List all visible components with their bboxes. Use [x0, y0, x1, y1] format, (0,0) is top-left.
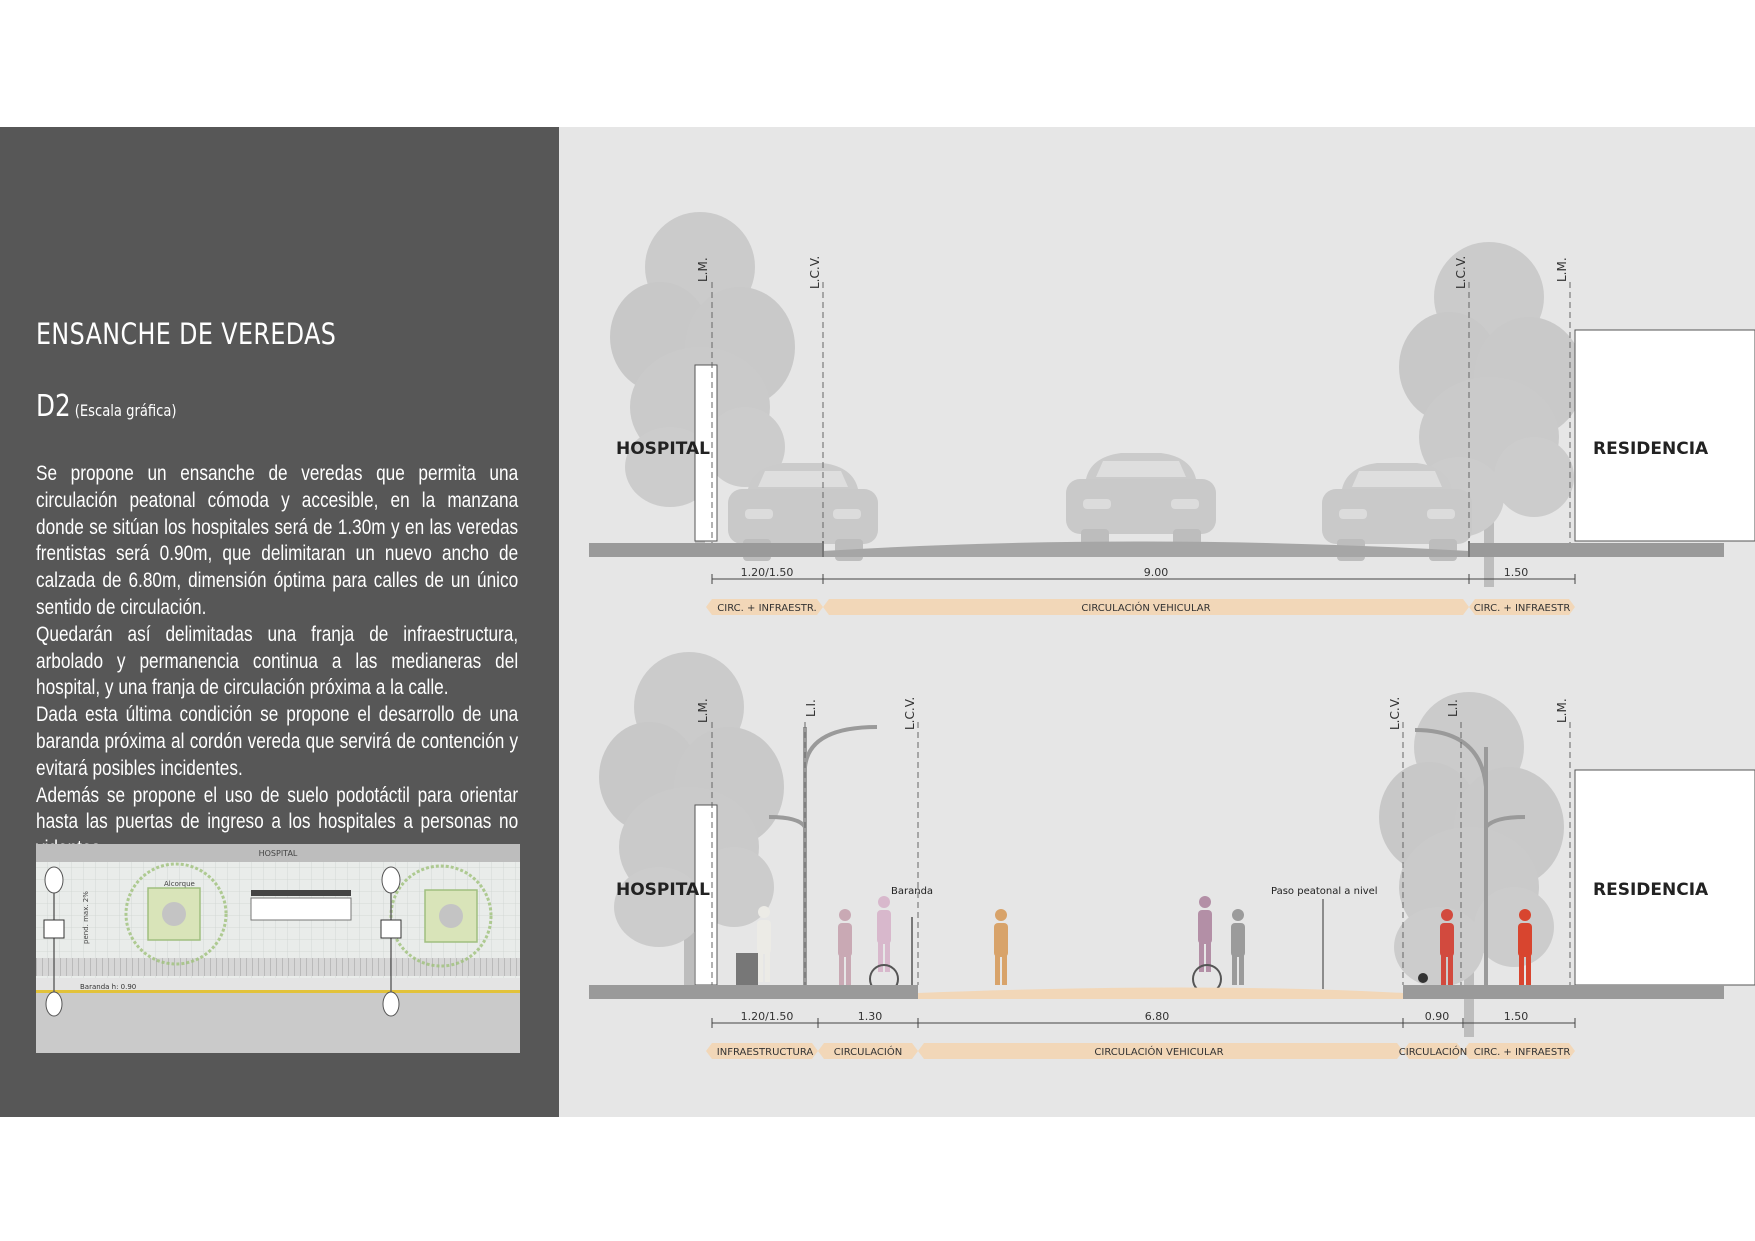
crossing-annotation: Paso peatonal a nivel	[1271, 886, 1378, 897]
band-label: CIRCULACIÓN	[834, 1045, 902, 1058]
left-building-label: HOSPITAL	[616, 439, 710, 459]
street-lamp-icon	[1414, 728, 1526, 985]
baranda-label: Baranda h: 0.90	[80, 983, 136, 991]
band-label: CIRCULACIÓN VEHICULAR	[1094, 1045, 1223, 1058]
lamp-icon	[380, 866, 402, 1017]
tactile-strip	[36, 958, 520, 976]
hospital-strip	[36, 844, 520, 862]
panel-subtitle: D2 (Escala gráfica)	[36, 389, 177, 424]
section-top: L.M. L.C.V. L.C.V. L.M. HOSPITAL RESIDEN…	[589, 212, 1755, 615]
line-label: L.M.	[1555, 257, 1569, 282]
sections-svg: L.M. L.C.V. L.C.V. L.M. HOSPITAL RESIDEN…	[589, 212, 1755, 1059]
right-building-label: RESIDENCIA	[1593, 880, 1709, 900]
dimension: 0.90	[1425, 1010, 1450, 1023]
line-label: L.C.V.	[808, 256, 822, 289]
street-sections: L.M. L.C.V. L.C.V. L.M. HOSPITAL RESIDEN…	[559, 127, 1755, 1117]
line-label: L.C.V.	[903, 697, 917, 730]
dimension: 1.20/1.50	[741, 1010, 794, 1023]
car-icon	[1066, 453, 1216, 551]
baranda-annotation: Baranda	[891, 886, 933, 897]
section-bottom: L.M. L.I. L.C.V. L.C.V. L.I. L.M. HOSPIT…	[589, 652, 1755, 1059]
band-label: INFRAESTRUCTURA	[717, 1047, 814, 1058]
plan-hospital-label: HOSPITAL	[259, 849, 298, 858]
line-label: L.I.	[804, 699, 818, 717]
dimension: 1.30	[858, 1010, 883, 1023]
residencia-building	[1574, 329, 1755, 542]
right-building-label: RESIDENCIA	[1593, 439, 1709, 459]
left-building-label: HOSPITAL	[616, 880, 710, 900]
wheelchair-person-icon	[869, 896, 899, 994]
description-panel: ENSANCHE DE VEREDAS D2 (Escala gráfica) …	[0, 127, 559, 1117]
line-label: L.I.	[1446, 699, 1460, 717]
lamp-icon	[43, 866, 65, 1017]
panel-title: ENSANCHE DE VEREDAS	[36, 317, 337, 351]
dimension: 1.20/1.50	[741, 566, 794, 579]
dimension: 9.00	[1144, 566, 1169, 579]
line-label: L.M.	[696, 257, 710, 282]
person-icon	[736, 906, 771, 985]
dimension: 1.50	[1504, 1010, 1529, 1023]
paragraph-1: Se propone un ensanche de veredas que pe…	[36, 462, 519, 619]
person-icon	[1231, 909, 1245, 985]
line-label: L.M.	[1555, 698, 1569, 723]
dimension: 6.80	[1145, 1010, 1170, 1023]
dog-icon	[1418, 973, 1428, 983]
paragraph-2: Quedarán así delimitadas una franja de i…	[36, 622, 519, 700]
band-label: CIRC. + INFRAESTR.	[717, 603, 816, 614]
dimension: 1.50	[1504, 566, 1529, 579]
band-label: CIRC. + INFRAESTR	[1474, 1047, 1571, 1058]
line-label: L.C.V.	[1454, 256, 1468, 289]
tree-icon	[599, 652, 784, 997]
street-lamp-icon	[768, 725, 878, 985]
residencia-building	[1574, 769, 1755, 986]
roadway	[36, 993, 520, 1053]
curb-line	[36, 990, 520, 993]
description-text: Se propone un ensanche de veredas que pe…	[36, 461, 518, 863]
band-label: CIRCULACIÓN	[1399, 1045, 1467, 1058]
band-label: CIRCULACIÓN VEHICULAR	[1081, 601, 1210, 614]
sidewalk-plan: HOSPITAL Alcorque pend. max. 2%	[36, 844, 520, 1053]
wheelchair-person-icon	[1192, 896, 1222, 994]
section-code: D2	[36, 389, 71, 424]
alcorque-label: Alcorque	[164, 880, 195, 888]
person-icon	[994, 909, 1008, 985]
line-label: L.C.V.	[1388, 697, 1402, 730]
line-label: L.M.	[696, 698, 710, 723]
band-label: CIRC. + INFRAESTR	[1474, 603, 1571, 614]
scale-note: (Escala gráfica)	[74, 401, 177, 420]
person-icon	[838, 909, 852, 985]
slope-label: pend. max. 2%	[82, 891, 90, 944]
paragraph-3: Dada esta última condición se propone el…	[36, 703, 519, 780]
